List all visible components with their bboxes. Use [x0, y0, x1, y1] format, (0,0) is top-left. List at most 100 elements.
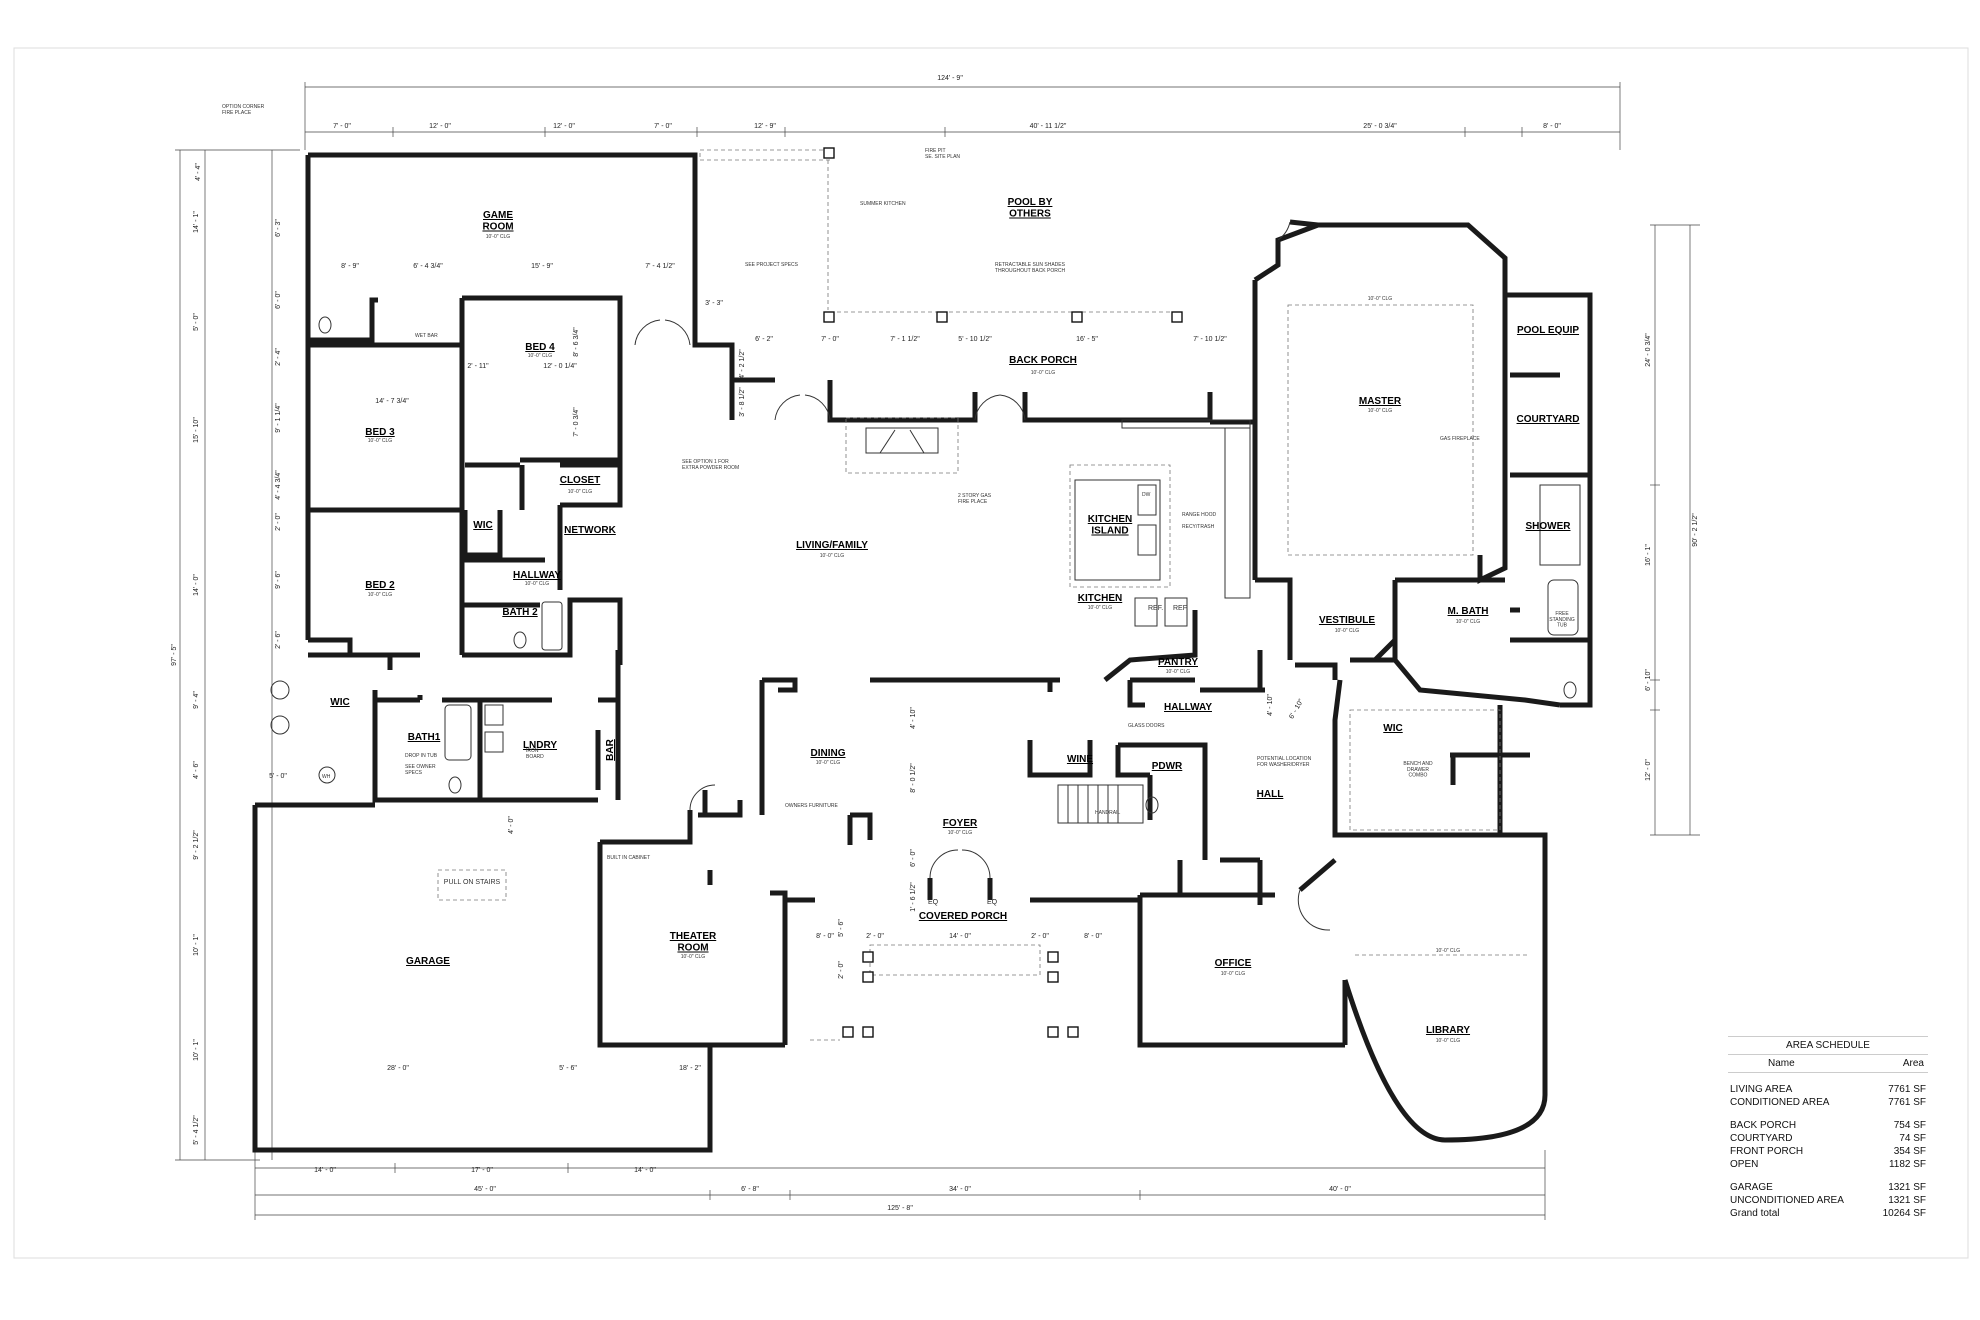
dim-bottom-3: 14' - 0" [634, 1167, 656, 1174]
dim-left-17: 10' - 1" [193, 934, 200, 956]
dim-int-12: 2' - 11" [467, 363, 489, 370]
dryer [484, 731, 504, 753]
room-living: LIVING/FAMILY [796, 540, 868, 551]
room-bar: BAR [605, 738, 616, 760]
dim-left-14: 9' - 4" [193, 691, 200, 709]
ceiling-bed3: 10'-0" CLG [368, 438, 393, 444]
room-shower: SHOWER [1526, 521, 1572, 532]
washer [484, 704, 504, 726]
ceiling-master: 10'-0" CLG [1368, 408, 1393, 414]
dim-right-3: 6' - 10" [1645, 669, 1652, 691]
dimension-lines [175, 82, 1700, 1220]
area-schedule-columns: Name Area [1728, 1055, 1928, 1073]
dim-left-3: 6' - 3" [275, 219, 282, 237]
ceiling-theater: 10'-0" CLG [681, 954, 706, 960]
room-network: NETWORK [564, 525, 616, 536]
dim-int-22: 5' - 6" [559, 1065, 577, 1072]
dim-top-5: 12' - 9" [754, 123, 776, 130]
room-bed2: BED 2 [365, 580, 395, 591]
room-wic-bed2: WIC [330, 697, 349, 708]
note-glass-doors: GLASS DOORS [1128, 723, 1165, 729]
dim-int-36: 6' - 10" [1288, 698, 1305, 721]
dim-left-12: 9' - 6" [275, 571, 282, 589]
room-closet: CLOSET [560, 475, 601, 486]
sheet-border [13, 47, 1969, 1259]
dim-int-32: 8' - 0 1/2" [910, 763, 917, 793]
note-handrail: HANDRAIL [1095, 810, 1121, 816]
dims-top-row: 7' - 0" 12' - 0" 12' - 0" 7' - 0" 12' - … [333, 123, 1561, 130]
dim-int-30: 2' - 0" [838, 961, 845, 979]
ceiling-hallway-left: 10'-0" CLG [525, 581, 550, 587]
room-foyer: FOYER [943, 818, 978, 829]
dim-left-18: 10' - 1" [193, 1039, 200, 1061]
room-pool-equip: POOL EQUIP [1517, 325, 1579, 336]
bath1-tub [444, 704, 472, 761]
note-eq-1: EQ [928, 899, 939, 906]
room-master: MASTER [1359, 396, 1402, 407]
dim-int-19: 5' - 0" [269, 773, 287, 780]
room-garage: GARAGE [406, 956, 450, 967]
dim-int-23: 18' - 2" [679, 1065, 701, 1072]
note-drop-in-tub: DROP IN TUB [405, 753, 438, 759]
fireplace-block [865, 427, 939, 454]
area-schedule-title: AREA SCHEDULE [1728, 1036, 1928, 1055]
dim-int-28: 2' - 0" [1031, 933, 1049, 940]
note-eq-2: EQ [987, 899, 998, 906]
ceiling-kitchen: 10'-0" CLG [1088, 605, 1113, 611]
room-hall: HALL [1257, 789, 1284, 800]
dim-int-34: 1' - 6 1/2" [910, 882, 917, 912]
dim-top-4: 7' - 0" [654, 123, 672, 130]
room-hallway-right: HALLWAY [1164, 702, 1212, 713]
dim-int-16: 14' - 7 3/4" [375, 398, 409, 405]
note-gas-fireplace: GAS FIREPLACE [1440, 436, 1480, 442]
room-pantry: PANTRY [1158, 657, 1198, 668]
dim-top-3: 12' - 0" [553, 123, 575, 130]
room-m-bath: M. BATH [1448, 606, 1489, 617]
dim-int-31: 4' - 10" [910, 707, 917, 729]
dim-left-15: 4' - 6" [193, 761, 200, 779]
ceiling-bed2: 10'-0" CLG [368, 592, 393, 598]
island-sink [1137, 524, 1157, 556]
room-back-porch: BACK PORCH [1009, 355, 1077, 366]
dim-int-20: 4' - 0" [508, 816, 515, 834]
room-dining: DINING [811, 748, 846, 759]
porch-posts [823, 147, 1183, 1038]
room-lndry: LNDRY [523, 740, 557, 751]
ceiling-foyer: 10'-0" CLG [948, 830, 973, 836]
dim-int-2: 6' - 4 3/4" [413, 263, 443, 270]
room-bath2: BATH 2 [502, 607, 538, 618]
dim-overall-top: 124' - 9" [937, 75, 963, 82]
note-wh: WH [322, 774, 331, 780]
dim-int-13: 12' - 0 1/4" [543, 363, 577, 370]
dishwasher [1137, 484, 1157, 516]
dim-overall-left: 97' - 5" [171, 644, 178, 666]
dim-left-19: 5' - 4 1/2" [193, 1115, 200, 1145]
dim-overall-bottom: 125' - 8" [887, 1205, 913, 1212]
dim-left-1: 4' - 4" [195, 163, 202, 181]
note-owners-furniture: OWNERS FURNITURE [785, 803, 838, 809]
mbath-toilet [1563, 681, 1577, 699]
note-ref-1: REF. [1148, 605, 1163, 612]
note-pull-on-stairs: PULL ON STAIRS [444, 879, 501, 886]
ceiling-master-upper: 10'-0" CLG [1368, 296, 1393, 302]
room-office: OFFICE [1215, 958, 1252, 969]
dim-int-1: 8' - 9" [341, 263, 359, 270]
dim-left-10: 2' - 0" [275, 513, 282, 531]
dim-int-7: 7' - 0" [821, 336, 839, 343]
room-pdwr: PDWR [1152, 761, 1183, 772]
shower-area [1539, 484, 1581, 566]
dims-bottom: 14' - 0" 17' - 0" 14' - 0" 45' - 0" 6' -… [314, 1167, 1351, 1193]
room-kitchen: KITCHEN [1078, 593, 1122, 604]
dim-int-3: 15' - 9" [531, 263, 553, 270]
bath1-toilet [448, 776, 462, 794]
room-bed4: BED 4 [525, 342, 555, 353]
ceiling-living: 10'-0" CLG [820, 553, 845, 559]
room-bath1: BATH1 [408, 732, 441, 743]
note-built-in-cabinet: BUILT IN CABINET [607, 855, 650, 861]
